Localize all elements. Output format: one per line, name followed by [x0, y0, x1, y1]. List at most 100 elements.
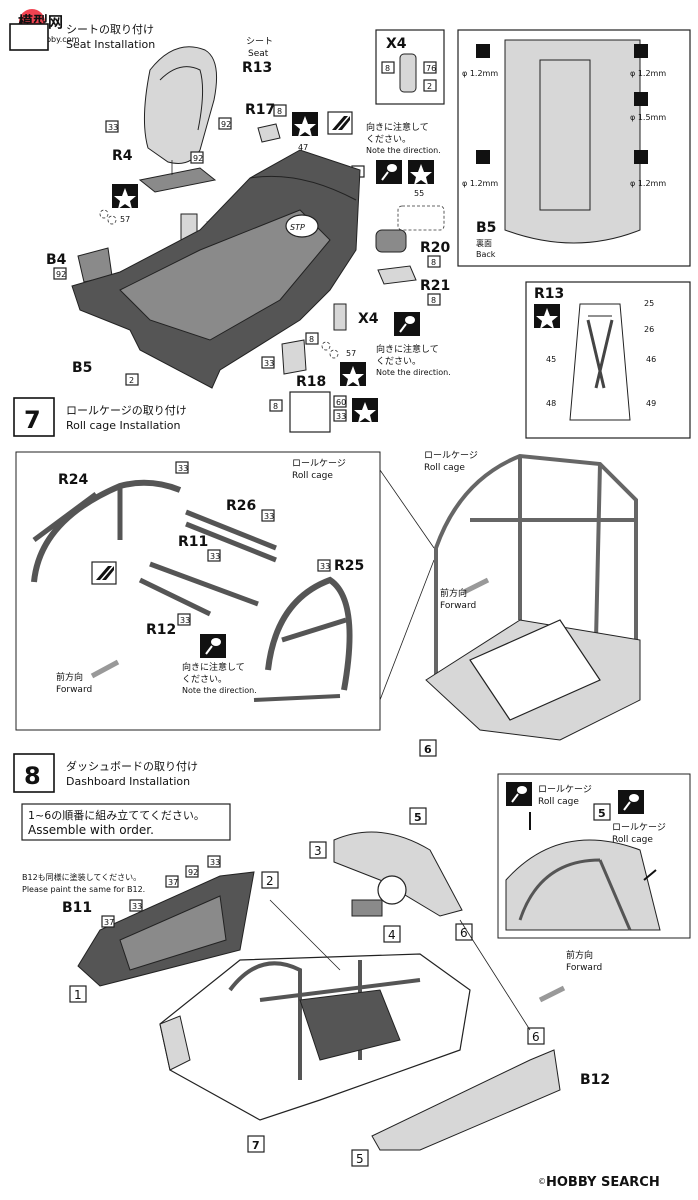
forward-label-ja: 前方向: [56, 671, 83, 683]
step7-note-ja2: ください。: [182, 674, 227, 685]
callout-46: 46: [646, 355, 656, 364]
watermark-bottom-text: HOBBY SEARCH: [546, 1175, 660, 1190]
paint-brush-icon: [394, 312, 420, 336]
ref-step-6: 6: [424, 743, 432, 756]
star-icon: [112, 184, 138, 209]
step8-number-box: [13, 753, 55, 793]
part-r20-label: R20: [420, 240, 451, 256]
step7-title-en: Roll cage Installation: [66, 419, 180, 432]
part-r11-label: R11: [178, 534, 208, 550]
rc2-label-ja: ロールケージ: [612, 822, 666, 833]
seat-top-view: [569, 303, 631, 421]
forward2-label-en: Forward: [440, 601, 476, 611]
x4-box-label: X4: [386, 36, 407, 52]
callout-45: 45: [546, 355, 556, 364]
callout-57: 57: [346, 349, 356, 358]
callout-92: 92: [193, 154, 203, 163]
hole-diameter-label: φ 1.2mm: [462, 69, 498, 78]
part-b11-label: B11: [62, 900, 92, 916]
callout-8: 8: [431, 258, 436, 267]
callout-8: 8: [385, 64, 390, 73]
forward-arrow-icon: [462, 577, 490, 595]
rollcage-detail-box: [497, 773, 691, 939]
part-r18: [281, 339, 307, 375]
watermark-c: ©: [538, 1177, 546, 1186]
callout-49: 49: [646, 399, 656, 408]
step8-number: 8: [24, 762, 41, 790]
note-direction-ja2: ください。: [366, 134, 411, 145]
callout-33: 33: [108, 123, 118, 132]
step6-number-box: [9, 23, 49, 51]
step7-section: 7 ロールケージの取り付け Roll cage Installation ロール…: [13, 397, 641, 757]
part-r25: [265, 576, 353, 691]
r13-seatbelt-box: R13 25 26 45 46 48 49: [525, 281, 691, 439]
screw-x4b-part: [333, 303, 347, 331]
order-number-6: 6: [460, 926, 468, 940]
callout-8: 8: [309, 335, 314, 344]
step6-section: 模型网 cn.hobby.com シートの取り付け Seat Installat…: [9, 9, 451, 433]
ref-step-5: 5: [598, 807, 606, 820]
forward2-label-ja: 前方向: [440, 587, 467, 599]
step6-title-en: Seat Installation: [66, 38, 155, 51]
part-r24: [31, 479, 182, 583]
part-b12-label: B12: [580, 1072, 610, 1088]
rc-label-en: Roll cage: [538, 797, 579, 807]
order-number-3: 3: [314, 844, 322, 858]
part-55-outline: [397, 205, 445, 231]
dashboard-part: [333, 831, 463, 917]
callout-33: 33: [132, 902, 142, 911]
step8-title-ja: ダッシュボードの取り付け: [66, 759, 198, 773]
callout-26: 26: [644, 325, 654, 334]
callout-33: 33: [210, 552, 220, 561]
seat-label-en: Seat: [248, 49, 269, 59]
callout-92: 92: [221, 120, 231, 129]
callout-33: 33: [320, 562, 330, 571]
part-r26: [185, 509, 277, 551]
step7-title-ja: ロールケージの取り付け: [66, 404, 187, 417]
paint-note-ja: B12も同様に塗装してください。: [22, 872, 141, 882]
paint-brush-icon: [376, 160, 402, 184]
rollcage-exploded-box: [15, 451, 381, 731]
forward-arrow-icon: [90, 659, 120, 679]
part-r17-label: R17: [245, 102, 275, 118]
callout-33: 33: [210, 858, 220, 867]
callout-33: 33: [264, 359, 274, 368]
star-icon: [534, 304, 560, 329]
callout-92: 92: [56, 270, 66, 279]
step7-note-en: Note the direction.: [182, 686, 257, 695]
step6-title-ja: シートの取り付け: [66, 23, 154, 36]
step8-forward-ja: 前方向: [566, 949, 593, 961]
callout-37: 37: [104, 918, 114, 927]
callout-2: 2: [129, 376, 134, 385]
part-r21-label: R21: [420, 278, 450, 294]
b5-box-label: B5: [476, 220, 496, 236]
callout-2: 2: [427, 82, 432, 91]
part-x4b-label: X4: [358, 311, 379, 327]
x4-detail-box: X4 8 76 2: [375, 29, 445, 105]
note2-direction-ja: 向きに注意して: [376, 343, 439, 355]
order-number-4: 4: [388, 928, 396, 942]
order-note-box: [21, 803, 231, 841]
rollcage-label-en: Roll cage: [292, 471, 333, 481]
order-note-ja: 1~6の順番に組み立ててください。: [28, 808, 205, 822]
step8-section: 8 ダッシュボードの取り付け Dashboard Installation 1~…: [13, 753, 691, 1167]
steering-wheel: [377, 875, 407, 905]
decal-icon: [91, 561, 117, 585]
star-icon: [352, 398, 378, 423]
callout-33: 33: [336, 412, 346, 421]
part-r18-label: R18: [296, 374, 326, 390]
callout-8: 8: [273, 402, 278, 411]
paint-brush-icon: [200, 634, 226, 658]
note-direction-ja: 向きに注意して: [366, 121, 429, 133]
step8-forward-en: Forward: [566, 963, 602, 973]
step8-title-en: Dashboard Installation: [66, 775, 190, 788]
part-r26-label: R26: [226, 498, 256, 514]
note2-direction-en: Note the direction.: [376, 368, 451, 377]
rc-label-ja: ロールケージ: [538, 784, 592, 795]
paint-note-en: Please paint the same for B12.: [22, 885, 145, 894]
order-number-1: 1: [74, 988, 82, 1002]
paint-brush-icon: [618, 790, 644, 814]
star-icon: [408, 160, 434, 185]
part-r25-label: R25: [334, 558, 364, 574]
